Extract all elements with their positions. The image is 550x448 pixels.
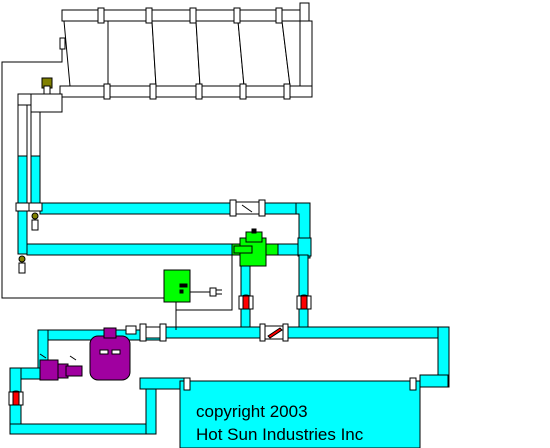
pool-water xyxy=(179,380,421,448)
solar-controller xyxy=(163,269,191,303)
collector-bottom-header xyxy=(59,85,313,98)
collector-panel xyxy=(151,20,201,87)
collector-sensor xyxy=(59,37,66,50)
suction-line xyxy=(9,423,157,435)
collector-panel xyxy=(63,20,109,87)
check-valve-main xyxy=(259,323,289,342)
return-tee xyxy=(30,93,63,113)
collector-panel xyxy=(107,20,157,87)
ball-valve-right xyxy=(296,294,312,310)
collector-return-riser xyxy=(299,2,310,22)
collector-array xyxy=(59,2,313,100)
three-way-valve xyxy=(231,228,279,267)
pool-skimmer-line xyxy=(139,377,187,390)
pool xyxy=(179,377,421,448)
check-valve-upper xyxy=(235,201,260,215)
pool-return-inlet xyxy=(419,374,449,388)
power-plug-icon xyxy=(209,287,217,297)
copyright-caption: copyright 2003 Hot Sun Industries Inc xyxy=(196,400,416,446)
pump xyxy=(39,353,83,381)
copyright-line: copyright 2003 xyxy=(196,402,308,421)
filter-tank xyxy=(89,325,137,381)
main-return-line xyxy=(165,326,447,339)
suction-valve xyxy=(8,390,24,406)
ball-valve-left xyxy=(238,294,254,310)
company-line: Hot Sun Industries Inc xyxy=(196,425,364,444)
collector-return-riser xyxy=(299,20,313,87)
tee-right xyxy=(297,237,312,257)
collector-panel xyxy=(237,20,291,87)
collector-panel xyxy=(195,20,245,87)
